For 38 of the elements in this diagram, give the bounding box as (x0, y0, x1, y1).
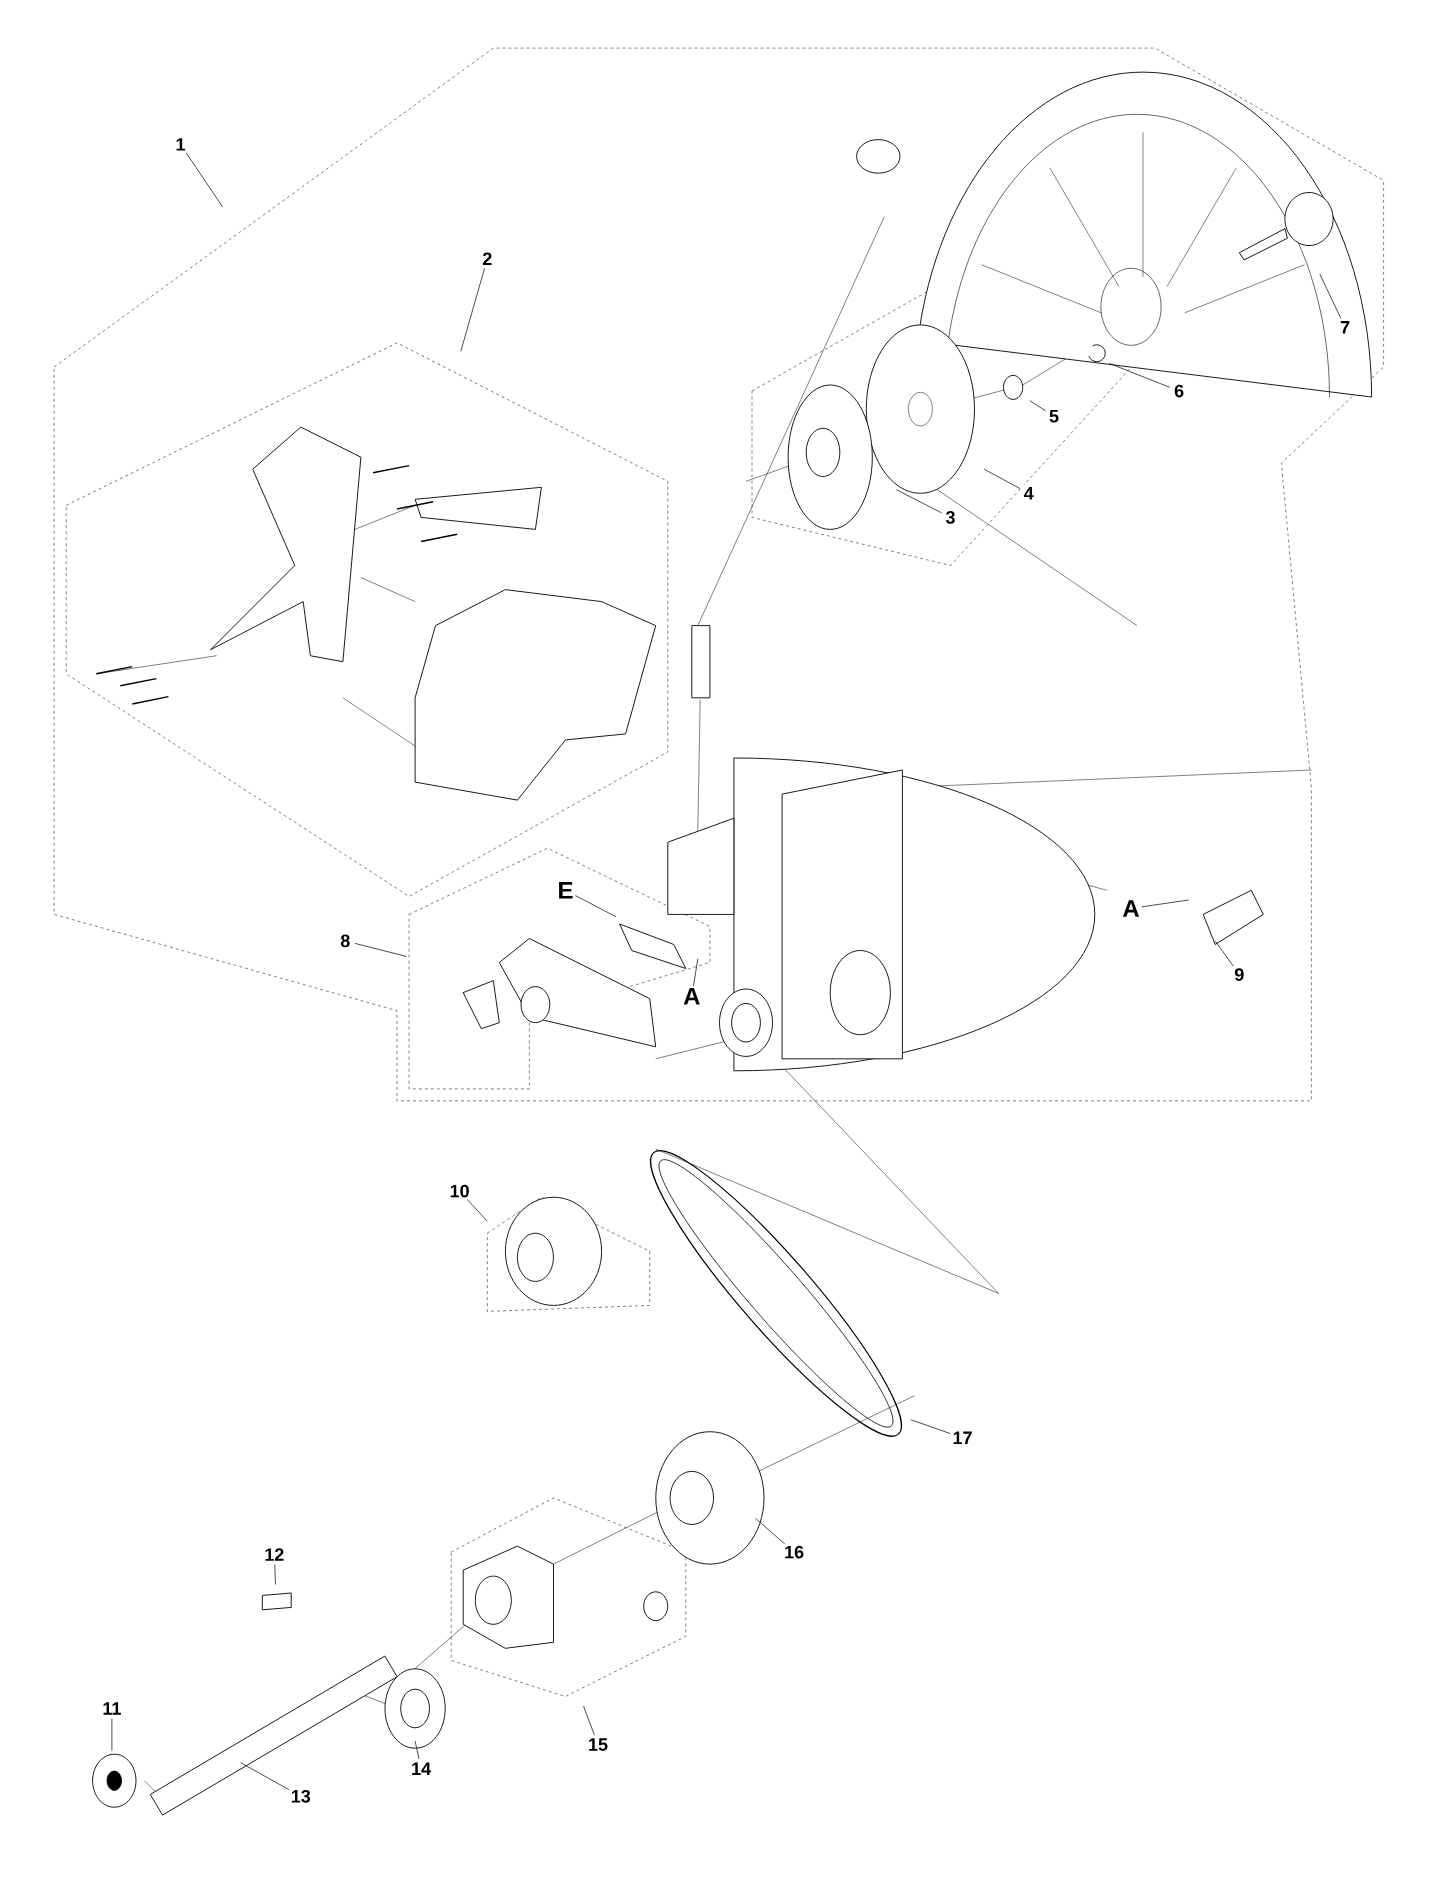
leader-line (1108, 363, 1171, 388)
callout-number: 8 (338, 932, 353, 950)
leader-line (460, 267, 485, 352)
callout-number: 14 (409, 1760, 434, 1777)
callout-number: 7 (1338, 319, 1353, 336)
leader-line (1029, 400, 1046, 412)
leader-line (1214, 940, 1234, 967)
reference-letter: A (1120, 898, 1142, 919)
leader-line (693, 958, 699, 987)
reference-letter: E (555, 880, 576, 901)
leader-line (354, 943, 408, 957)
leader-line (466, 1198, 488, 1222)
callout-number: 13 (288, 1787, 313, 1805)
leader-line (414, 1740, 420, 1760)
callout-number: 9 (1232, 966, 1247, 983)
callout-number: 2 (480, 250, 495, 267)
callout-number: 6 (1172, 382, 1187, 400)
leader-line (274, 1564, 276, 1585)
callout-number: 12 (262, 1546, 287, 1563)
callout-number: 4 (1021, 485, 1036, 502)
leader-line (896, 489, 942, 514)
callout-number: 17 (950, 1429, 975, 1446)
leader-line (1319, 273, 1342, 319)
leader-line (574, 894, 617, 918)
leader-line (755, 1518, 787, 1546)
leader-line (583, 1705, 595, 1736)
leader-line (1140, 899, 1190, 908)
reference-letter: A (681, 985, 703, 1007)
callout-number: 1 (173, 136, 188, 153)
callout-number: 15 (586, 1736, 610, 1753)
leader-line (983, 468, 1021, 489)
callout-number: 5 (1047, 408, 1061, 425)
callout-number: 3 (943, 509, 958, 526)
callout-number: 11 (100, 1700, 124, 1717)
leader-line (111, 1718, 113, 1751)
callout-number: 16 (782, 1543, 807, 1561)
callout-number: 10 (447, 1182, 472, 1200)
leader-line (185, 152, 223, 208)
